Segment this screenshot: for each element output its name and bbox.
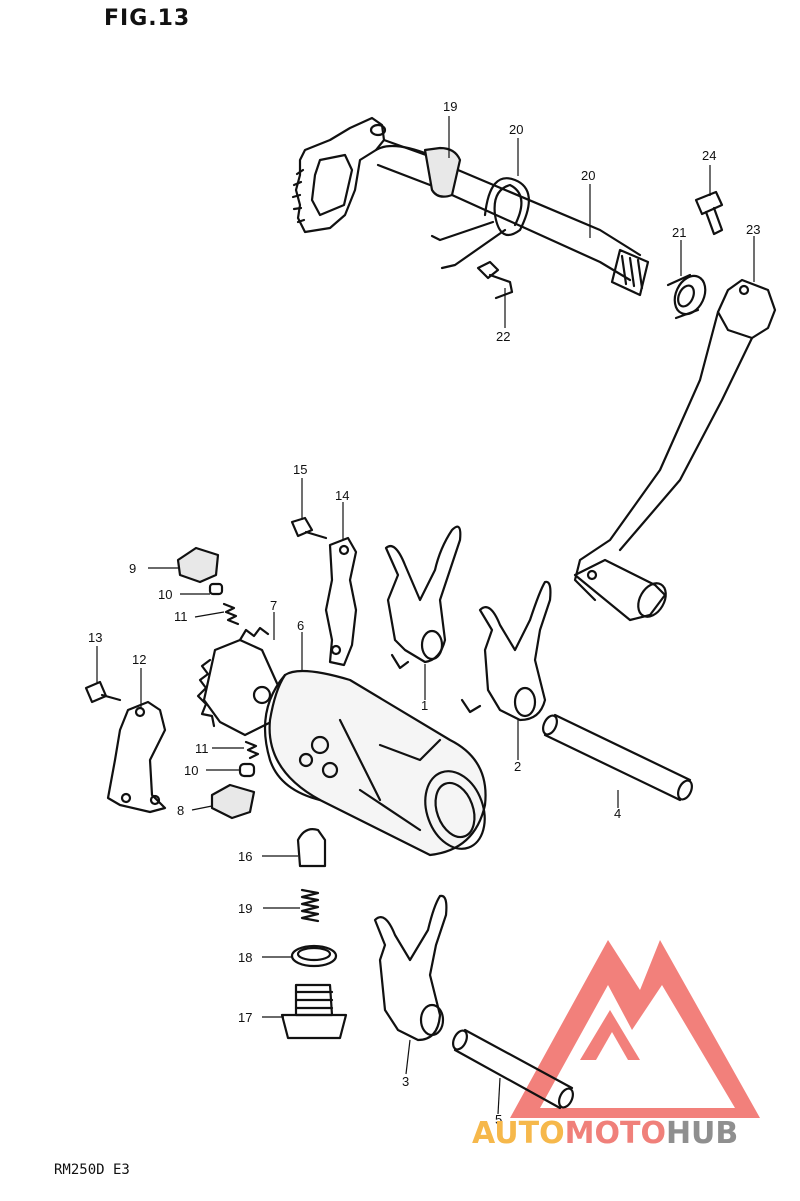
watermark-auto: AUTO [472,1116,565,1151]
watermark-moto: MOTO [564,1116,666,1151]
part-17-plug [280,983,348,1040]
callout-8: 8 [177,803,184,818]
part-25-gearshift-lever [573,278,777,622]
callout-1: 1 [421,698,428,713]
callout-26: 24 [702,148,716,163]
callout-10b: 10 [184,763,198,778]
callout-11b: 11 [195,741,209,756]
part-4-fork-shaft [542,713,693,802]
callout-7: 7 [270,598,277,613]
figure-title: FIG.13 [104,6,191,31]
part-10-pin-lower [238,762,256,778]
part-24-bolt [476,260,514,300]
callout-labels: 19 20 20 24 21 23 22 15 14 9 10 11 7 6 1… [88,99,760,1127]
callout-24: 22 [496,329,510,344]
part-6-gearshift-cam [263,669,487,857]
callout-17: 17 [238,1010,252,1025]
watermark-hub: HUB [665,1116,739,1151]
watermark-logo [510,940,760,1118]
callout-20: 20 [581,168,595,183]
callout-22: 20 [509,122,523,137]
leader-lines [96,116,755,1115]
callout-4: 4 [614,806,621,821]
part-11-spring-lower [244,740,260,760]
part-5-fork-shaft [452,1028,574,1110]
model-code: RM250D E3 [54,1162,130,1178]
part-16-plunger [296,828,327,868]
part-13-screw [84,680,122,704]
part-20-gearshift-shaft [374,144,650,297]
part-23-oil-seal [666,273,707,320]
callout-18: 18 [238,950,252,965]
callout-12: 12 [132,652,146,667]
callout-14: 14 [335,488,349,503]
callout-23: 21 [672,225,686,240]
callout-10a: 10 [158,587,172,602]
part-12-cam-guide [106,700,167,814]
callout-6: 6 [297,618,304,633]
part-3-shift-fork [373,894,448,1042]
part-18-o-ring [290,944,338,968]
part-26-bolt [694,190,724,236]
part-7-gearshift-cam-gear [196,626,282,737]
callout-15: 15 [293,462,307,477]
callout-21: 19 [443,99,457,114]
callout-13: 13 [88,630,102,645]
callout-16: 16 [238,849,252,864]
part-15-screw [290,516,328,540]
part-19-spring [300,888,320,923]
watermark-text: AUTOMOTOHUB [472,1116,738,1151]
callout-9: 9 [129,561,136,576]
part-21-gear-shift-arm [291,116,442,234]
part-9-cam-stopper [176,546,220,584]
part-2-shift-fork [460,580,552,722]
part-10-pin-top [208,582,224,596]
callout-11a: 11 [174,609,188,624]
part-8-cam-stopper [210,783,256,820]
callout-25: 23 [746,222,760,237]
part-22-return-spring [430,177,530,270]
part-1-shift-fork [384,525,462,670]
callout-19: 19 [238,901,252,916]
callout-2: 2 [514,759,521,774]
part-11-spring-top [222,602,240,626]
callout-3: 3 [402,1074,409,1089]
part-14-cam-stopper-plate [324,536,358,667]
callout-5: 5 [495,1112,502,1127]
